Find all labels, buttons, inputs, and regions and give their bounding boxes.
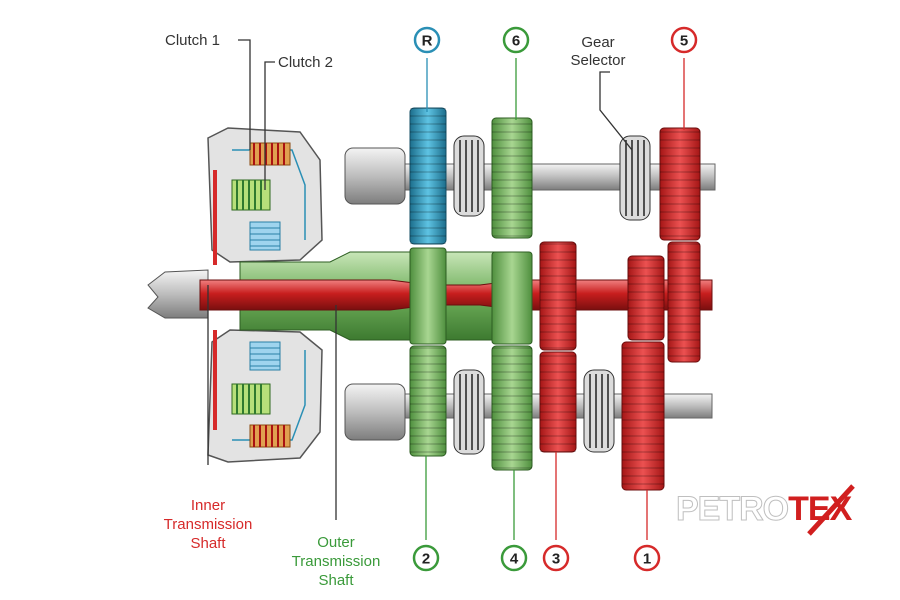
label-outer-shaft-2: Transmission: [292, 553, 381, 570]
gear-selector-synchro: [619, 135, 651, 221]
leader-lines: [207, 39, 685, 540]
synchro-upper-1: [453, 135, 485, 217]
logo-part-1: PETRO: [675, 490, 789, 529]
gear-marker-4: 4: [500, 544, 528, 572]
synchro-lower-2: [583, 369, 615, 453]
gear-marker-2-text: 2: [422, 551, 430, 568]
gear-marker-reverse: R: [413, 26, 441, 54]
logo-x-slash-icon: [807, 484, 855, 536]
input-shaft-end: [147, 269, 209, 319]
gear-marker-1: 1: [633, 544, 661, 572]
gear-marker-1-text: 1: [643, 551, 651, 568]
gear-marker-6: 6: [502, 26, 530, 54]
label-outer-shaft-3: Shaft: [318, 572, 354, 589]
synchro-lower-1: [453, 369, 485, 455]
label-clutch-1: Clutch 1: [165, 32, 220, 49]
upper-bearing: [344, 147, 406, 205]
label-inner-shaft-3: Shaft: [190, 535, 226, 552]
gear-2-drive: [409, 247, 447, 345]
petrotex-logo: PETROTEX: [675, 484, 866, 544]
label-gear-selector-2: Selector: [570, 52, 625, 69]
gear-marker-3: 3: [542, 544, 570, 572]
gear-marker-6-text: 6: [512, 33, 520, 50]
label-clutch-2: Clutch 2: [278, 54, 333, 71]
gear-4-drive: [491, 251, 533, 345]
label-inner-shaft-1: Inner: [191, 497, 225, 514]
label-gear-selector-1: Gear: [581, 34, 614, 51]
gear-marker-4-text: 4: [510, 551, 519, 568]
label-outer-shaft-1: Outer: [317, 534, 355, 551]
gear-marker-reverse-text: R: [422, 33, 433, 50]
gear-marker-5: 5: [670, 26, 698, 54]
clutch-2-pack: [231, 179, 281, 415]
lower-bearing: [344, 383, 406, 441]
gear-marker-3-text: 3: [552, 551, 560, 568]
label-inner-shaft-2: Transmission: [164, 516, 253, 533]
gear-marker-2: 2: [412, 544, 440, 572]
clutch-1-pack: [249, 142, 291, 448]
gear-marker-5-text: 5: [680, 33, 688, 50]
